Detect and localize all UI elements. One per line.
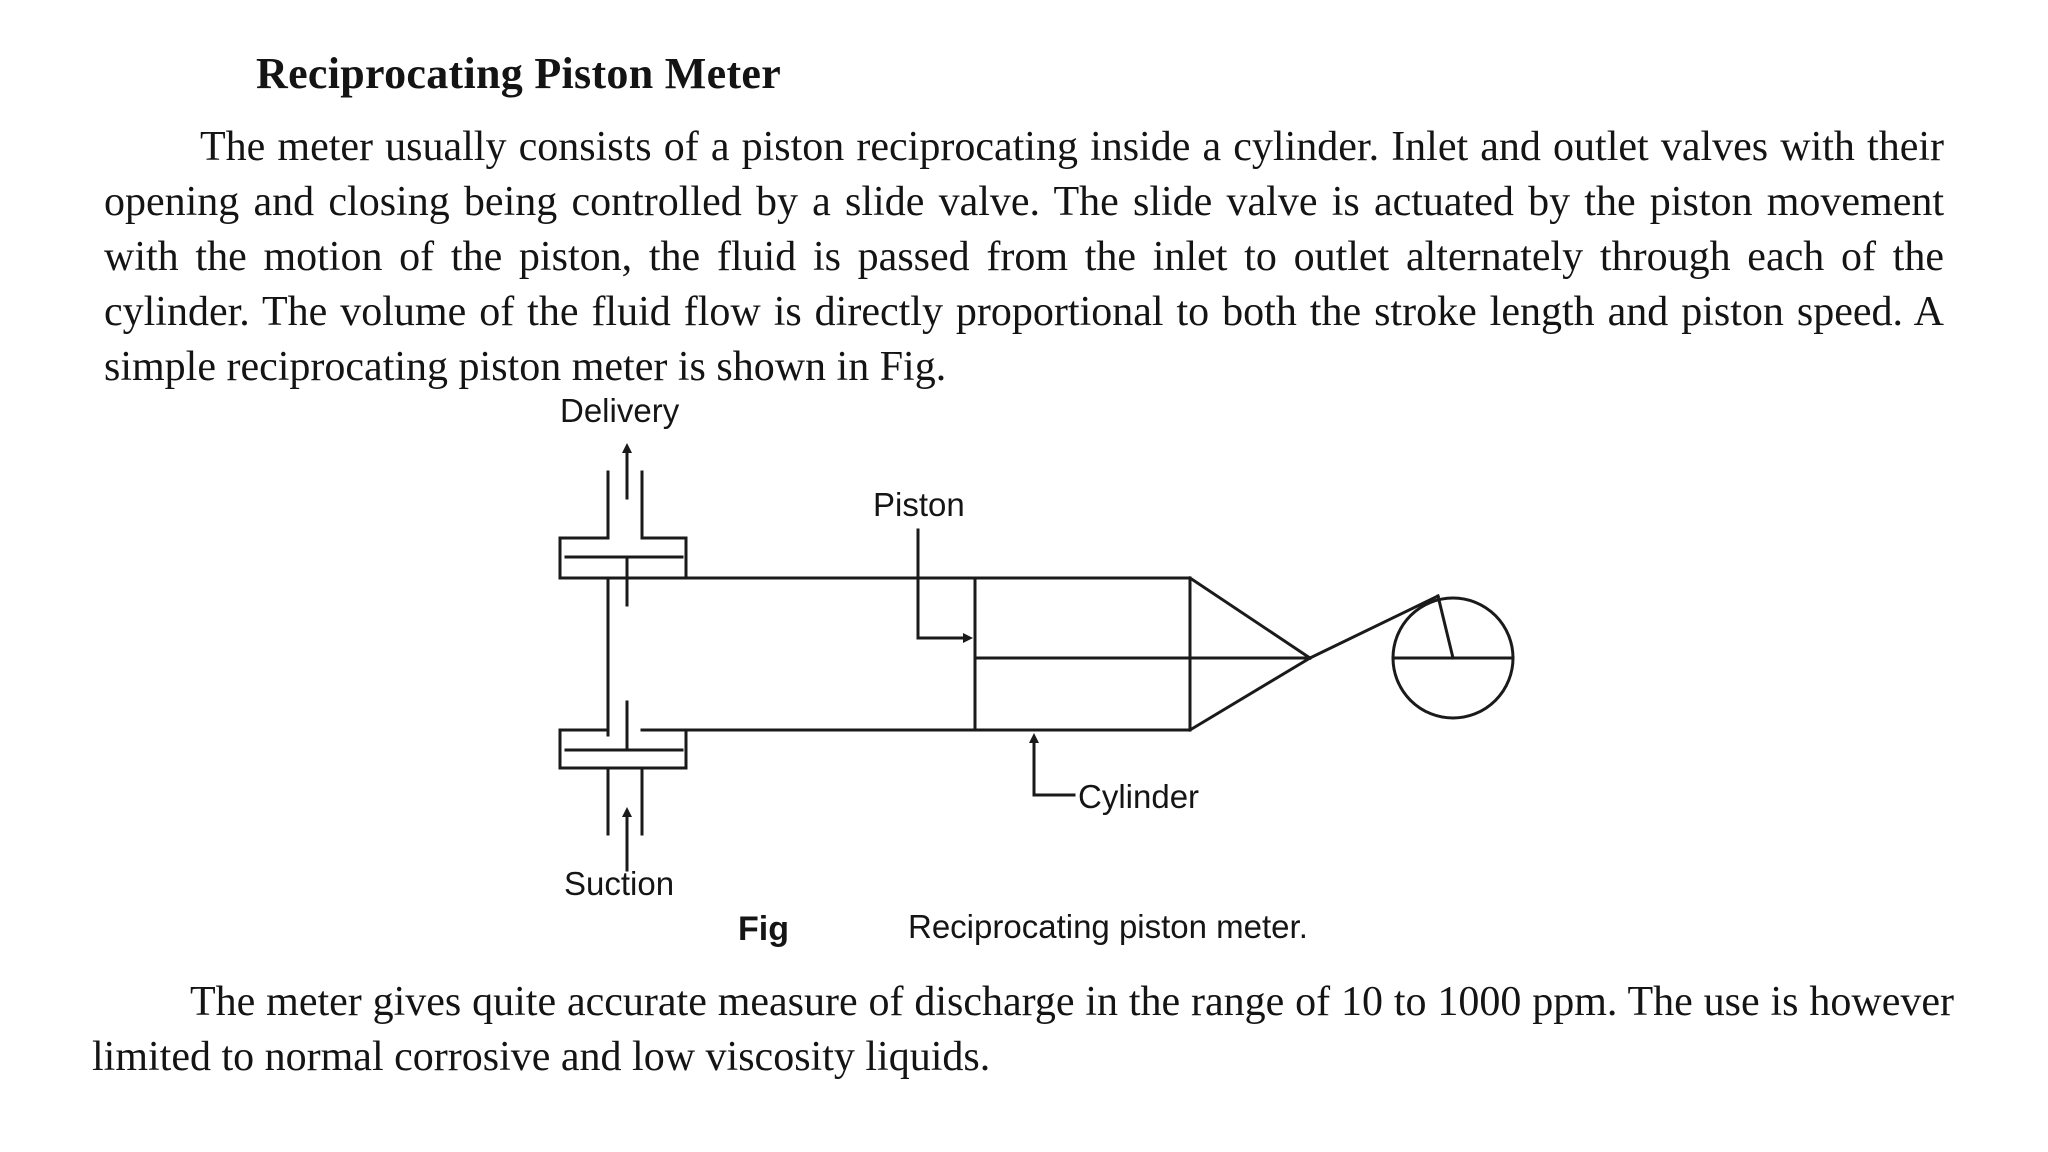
- figure-caption-label: Fig: [738, 910, 789, 948]
- piston-leader: [916, 528, 973, 643]
- figure-caption-text: Reciprocating piston meter.: [908, 908, 1308, 945]
- delivery-label: Delivery: [560, 392, 680, 429]
- suction-valve: [558, 700, 688, 836]
- piston-meter-diagram: Delivery Suction: [558, 392, 1515, 948]
- delivery-valve: [558, 470, 688, 737]
- cylinder-label: Cylinder: [1078, 778, 1199, 815]
- piston-block: [973, 576, 1312, 732]
- piston-label: Piston: [873, 486, 965, 523]
- intro-paragraph: The meter usually consists of a piston r…: [104, 124, 1944, 390]
- suction-label: Suction: [564, 865, 674, 902]
- cylinder-body: [684, 576, 1192, 732]
- closing-paragraph: The meter gives quite accurate measure o…: [92, 979, 1954, 1080]
- crank-wheel: [1391, 594, 1515, 720]
- piston-meter-figure: Delivery Suction: [0, 390, 2048, 970]
- section-heading: Reciprocating Piston Meter: [256, 49, 782, 98]
- connecting-rod: [1187, 575, 1441, 733]
